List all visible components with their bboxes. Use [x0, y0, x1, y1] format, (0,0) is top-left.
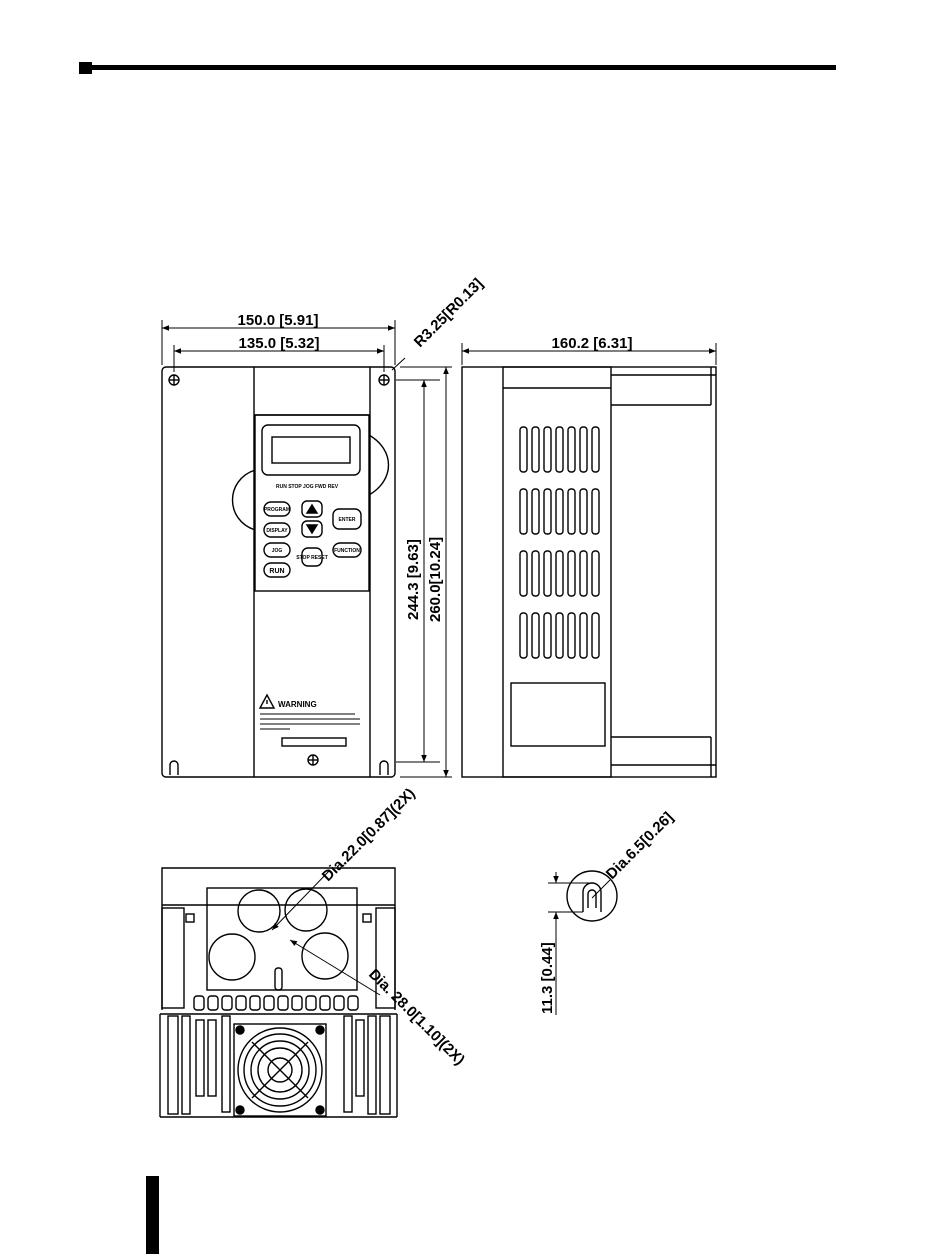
slot-diameter-label: Dia.6.5[0.26]	[603, 809, 677, 883]
footer-bar	[146, 1176, 159, 1254]
mounting-hole-icon	[169, 375, 179, 385]
stop-reset-key: STOP RESET	[296, 555, 328, 561]
corner-radius-label: R3.25[R0.13]	[411, 275, 487, 351]
program-key: PROGRAM	[264, 507, 290, 513]
enter-key: ENTER	[339, 517, 356, 523]
mount-width-label: 135.0 [5.32]	[239, 335, 320, 352]
run-key: RUN	[269, 568, 284, 575]
small-hole-label: Dia.22.0[0.87](2X)	[319, 785, 419, 885]
mount-height-label: 244.3 [9.63]	[405, 539, 422, 620]
display-key: DISPLAY	[266, 528, 288, 534]
mounting-hole-icon	[379, 375, 389, 385]
header-rule	[79, 62, 836, 74]
jog-key: JOG	[272, 548, 283, 554]
side-view	[462, 367, 716, 777]
slot-detail	[548, 871, 617, 1015]
keypad-indicators: RUN STOP JOG FWD REV	[276, 484, 339, 490]
slot-height-label: 11.3 [0.44]	[539, 942, 556, 1014]
bottom-view	[160, 868, 397, 1117]
warning-title: WARNING	[278, 700, 317, 709]
depth-label: 160.2 [6.31]	[552, 335, 633, 352]
overall-height-label: 260.0[10.24]	[427, 537, 444, 622]
function-key: FUNCTION	[334, 548, 360, 554]
cooling-fan-icon	[234, 1024, 326, 1116]
overall-width-label: 150.0 [5.91]	[238, 312, 319, 329]
